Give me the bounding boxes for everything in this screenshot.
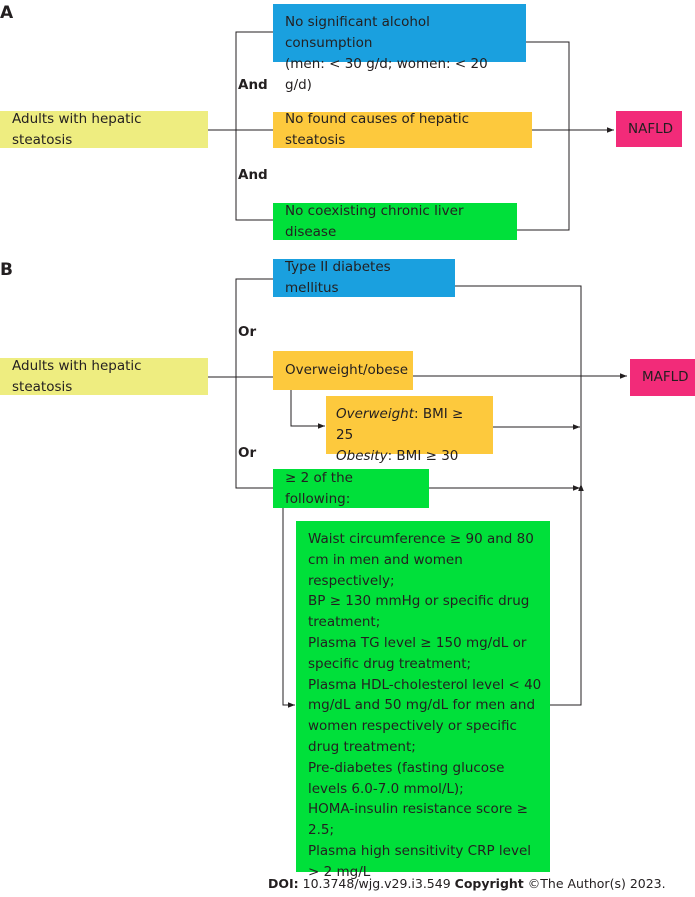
two-of-following-box: ≥ 2 of the following: [273,469,429,508]
citation-footer: DOI: 10.3748/wjg.v29.i3.549 Copyright ©T… [268,876,666,891]
line-b-left-bracket [235,278,273,489]
connector-or-2: Or [238,445,257,461]
list-item: Waist circumference ≥ 90 and 80 cm in me… [308,531,534,589]
doi-label: DOI: [268,876,299,891]
copyright-label: Copyright [454,876,524,891]
no-liver-disease-criterion-box: No coexisting chronic liver disease [273,203,517,240]
no-causes-criterion-box: No found causes of hepatic steatosis [273,111,532,148]
list-item: BP ≥ 130 mmHg or specific drug treatment… [308,593,530,631]
line-a-right-bracket [517,41,570,231]
bmi-overweight-value: : BMI ≥ 25 [336,406,464,443]
alcohol-criterion-line2: (men: < 30 g/d; women: < 20 g/d) [285,56,488,93]
mafld-result-box: MAFLD [630,359,695,396]
panel-b-source-box: Adults with hepatic steatosis [0,358,208,395]
panel-letter-a: A [0,3,14,23]
bmi-obesity-value: : BMI ≥ 30 [387,448,459,464]
list-item: Pre-diabetes (fasting glucose levels 6.0… [308,759,505,797]
panel-letter-b: B [0,260,13,280]
arrow-b-following-list [282,508,295,708]
line-a-left-bracket [235,31,273,221]
bmi-overweight-label: Overweight [336,406,414,422]
arrow-b-overweight-bmi [290,390,325,429]
doi-value: 10.3748/wjg.v29.i3.549 [298,876,455,891]
bmi-thresholds-box: Overweight: BMI ≥ 25 Obesity: BMI ≥ 30 [326,396,493,464]
list-item: Plasma high sensitivity CRP level > 2 mg… [308,842,532,880]
bmi-obesity-line: Obesity: BMI ≥ 30 [336,446,483,467]
panel-a-source-box: Adults with hepatic steatosis [0,111,208,148]
copyright-value: ©The Author(s) 2023. [523,876,666,891]
nafld-result-box: NAFLD [616,111,682,147]
bmi-overweight-line: Overweight: BMI ≥ 25 [336,404,483,446]
list-item: HOMA-insulin resistance score ≥ 2.5; [308,801,528,839]
alcohol-criterion-line1: No significant alcohol consumption [285,14,430,51]
list-item: Plasma HDL-cholesterol level < 40 mg/dL … [308,676,542,755]
alcohol-criterion-box: No significant alcohol consumption (men:… [273,4,526,93]
list-item: Plasma TG level ≥ 150 mg/dL or specific … [308,634,527,672]
diabetes-criterion-box: Type II diabetes mellitus [273,259,455,297]
metabolic-criteria-list: Waist circumference ≥ 90 and 80 cm in me… [296,521,550,880]
connector-and-1: And [238,77,268,93]
bmi-obesity-label: Obesity [336,448,388,464]
connector-or-1: Or [238,324,257,340]
connector-and-2: And [238,167,268,183]
overweight-criterion-box: Overweight/obese [273,351,413,390]
